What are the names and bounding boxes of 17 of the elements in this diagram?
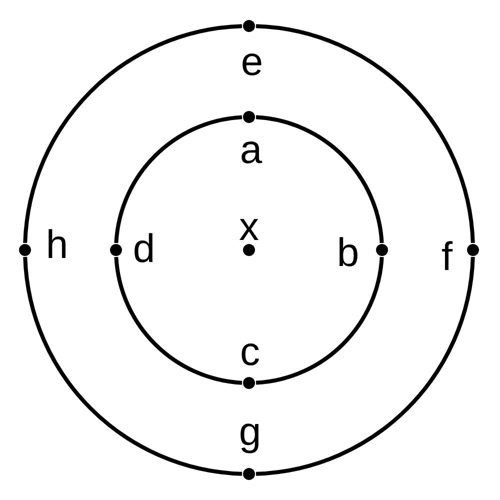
point-label: c	[242, 344, 259, 366]
circle-arc	[256, 115, 384, 244]
point-label: d	[134, 233, 153, 262]
point-label: x	[240, 218, 259, 240]
point-label: h	[48, 229, 66, 258]
point-label: a	[242, 142, 262, 164]
point-label: e	[242, 54, 262, 76]
circle-arc	[256, 256, 384, 385]
point-label: f	[442, 241, 453, 270]
point-label: b	[340, 237, 358, 266]
point-label: g	[240, 424, 259, 454]
circle-arc	[23, 256, 242, 476]
circle-arc	[256, 24, 475, 244]
circle-arc	[114, 115, 242, 244]
circle-arc	[23, 24, 242, 244]
circle-arc	[114, 256, 242, 385]
circle-arc	[256, 256, 475, 476]
